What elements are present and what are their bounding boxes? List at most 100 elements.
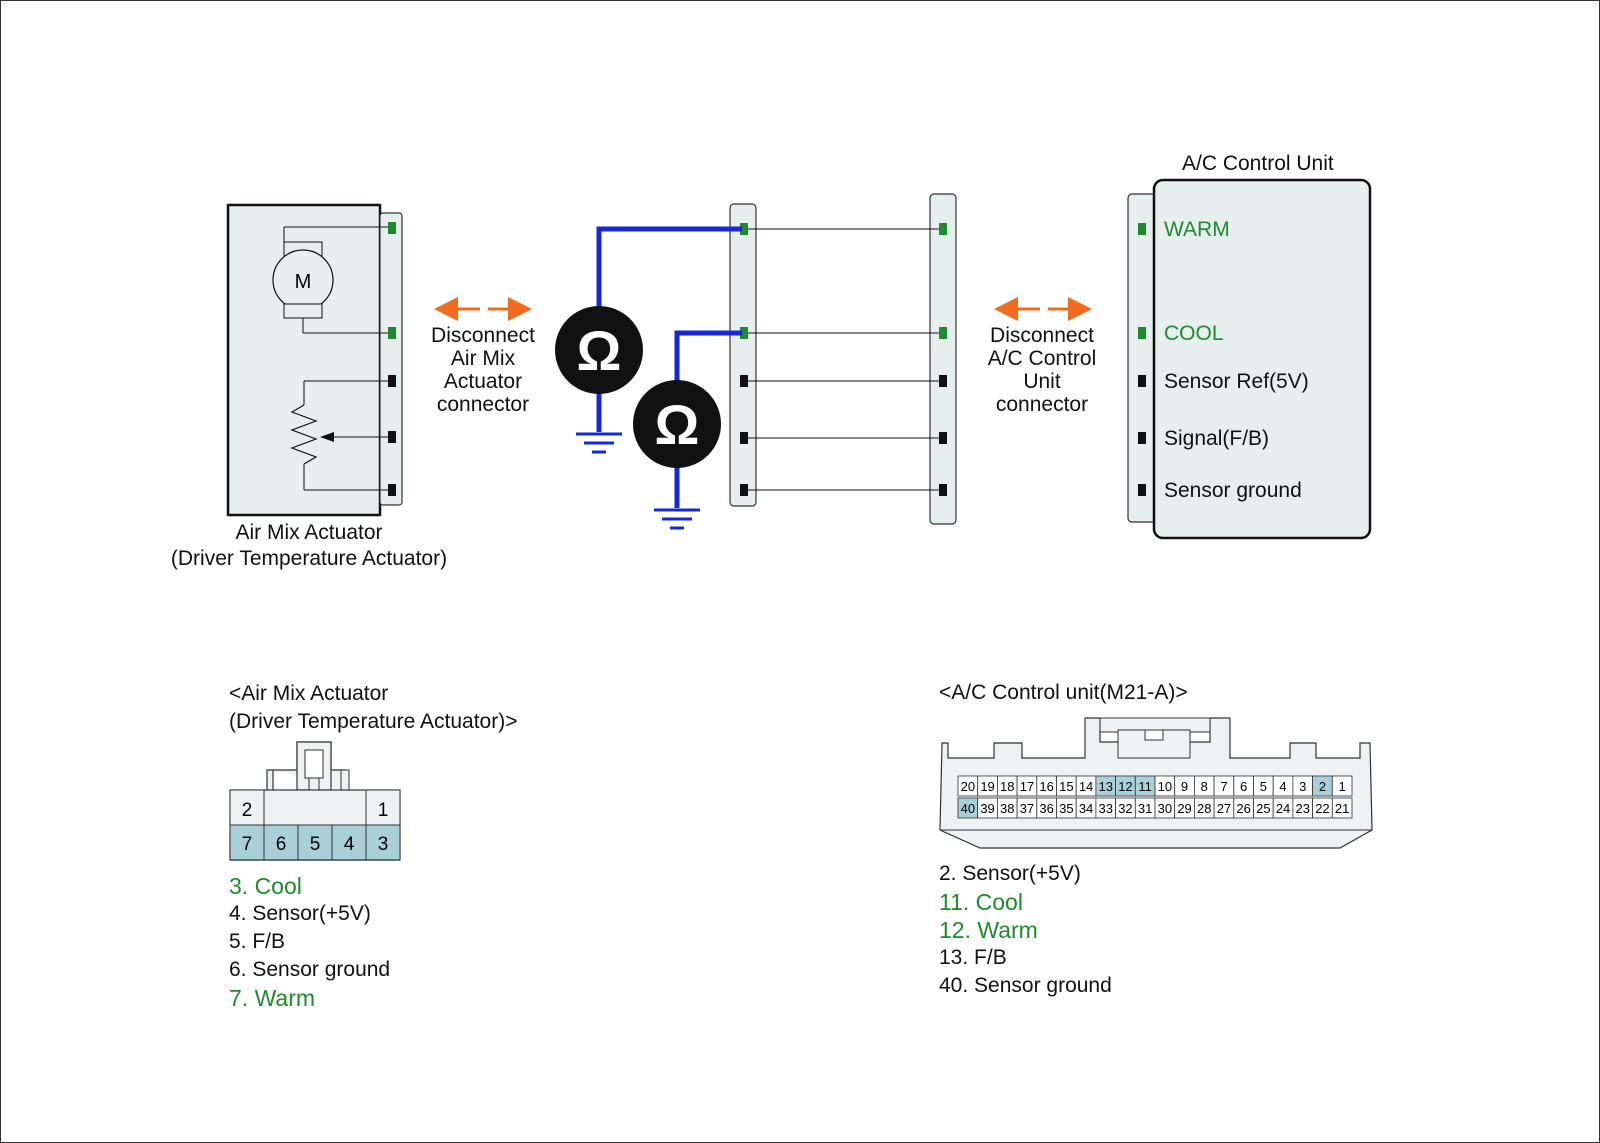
control-pin-number: 31 (1138, 801, 1152, 816)
control-pin-number: 4 (1279, 779, 1286, 794)
control-pin-label-sensor-ref: Sensor Ref(5V) (1164, 370, 1309, 393)
harness-pins (740, 223, 947, 496)
control-pin-number: 6 (1240, 779, 1247, 794)
actuator-pin-number: 4 (344, 834, 355, 855)
control-pin-number: 23 (1296, 801, 1310, 816)
control-connector-title: <A/C Control unit(M21-A)> (939, 681, 1188, 704)
ac-control-unit (1127, 178, 1372, 540)
legend-item: 7. Warm (229, 985, 316, 1011)
control-pin-number: 11 (1138, 779, 1152, 794)
actuator-pin-number: 5 (310, 834, 321, 855)
control-unit-connector-strip (1127, 193, 1157, 523)
control-pin-number: 14 (1079, 779, 1093, 794)
actuator-connector-face: 2 1 7 6 5 4 3 (229, 741, 401, 861)
control-pin-number: 16 (1039, 779, 1053, 794)
control-pin-number: 13 (1099, 779, 1113, 794)
legend-item: 2. Sensor(+5V) (939, 862, 1081, 885)
disconnect-control-label: Disconnect A/C Control Unit connector (987, 324, 1097, 416)
motor-label: M (295, 271, 312, 293)
control-pin-number: 15 (1059, 779, 1073, 794)
control-pin-label-ground: Sensor ground (1164, 479, 1302, 502)
control-pin-number: 25 (1256, 801, 1270, 816)
actuator-pin-number: 7 (242, 834, 253, 855)
actuator-pin-sensor-ref (388, 375, 396, 387)
control-pin-label-warm: WARM (1164, 218, 1230, 241)
actuator-pin-number: 1 (378, 800, 389, 821)
control-pin-number: 32 (1118, 801, 1132, 816)
control-pin-number: 39 (980, 801, 994, 816)
control-pin-number: 40 (961, 801, 975, 816)
control-pin-number: 28 (1197, 801, 1211, 816)
control-pin-number: 30 (1158, 801, 1172, 816)
actuator-pin-number: 3 (378, 834, 389, 855)
svg-text:Ω: Ω (577, 319, 622, 382)
motor-symbol: M (272, 226, 392, 334)
control-pin-number: 18 (1000, 779, 1014, 794)
control-pin-legend: 2. Sensor(+5V) 11. Cool 12. Warm 13. F/B… (939, 860, 1112, 1000)
control-pin-number: 29 (1177, 801, 1191, 816)
actuator-label: Air Mix Actuator (Driver Temperature Act… (170, 521, 448, 570)
control-pin-number: 22 (1315, 801, 1329, 816)
ohmmeter-2: Ω (633, 380, 721, 468)
actuator-pin-cool (388, 327, 396, 339)
legend-item: 4. Sensor(+5V) (229, 902, 371, 925)
actuator-connector-strip (379, 212, 403, 506)
control-pin-number: 10 (1158, 779, 1172, 794)
control-pin-number: 20 (961, 779, 975, 794)
harness-connector-left (729, 203, 757, 507)
control-unit-title: A/C Control Unit (1182, 152, 1334, 175)
svg-text:Ω: Ω (655, 393, 700, 456)
control-pin-number: 1 (1339, 779, 1346, 794)
legend-item: 13. F/B (939, 946, 1007, 969)
control-pin-number: 3 (1299, 779, 1306, 794)
actuator-pin-legend: 3. Cool 4. Sensor(+5V) 5. F/B 6. Sensor … (229, 872, 390, 1012)
legend-item: 3. Cool (229, 873, 302, 899)
control-pin-number: 21 (1335, 801, 1349, 816)
control-pin-number: 12 (1118, 779, 1132, 794)
disconnect-actuator-label: Disconnect Air Mix Actuator connector (431, 324, 535, 416)
actuator-pin-number: 6 (276, 834, 287, 855)
control-pin-cell (1331, 797, 1353, 819)
control-pin-label-signal: Signal(F/B) (1164, 427, 1270, 450)
actuator-pin-number: 2 (242, 800, 253, 821)
control-pin-number: 19 (980, 779, 994, 794)
legend-item: 5. F/B (229, 930, 286, 953)
actuator-pin-ground (388, 484, 396, 496)
ground-symbol-1 (576, 432, 622, 454)
harness-connector-right (929, 193, 957, 525)
control-pin-number: 36 (1039, 801, 1053, 816)
control-pin-number: 35 (1059, 801, 1073, 816)
legend-item: 11. Cool (939, 889, 1023, 915)
control-pin-number: 24 (1276, 801, 1290, 816)
actuator-pin-warm (388, 222, 396, 234)
control-pin-number: 38 (1000, 801, 1014, 816)
control-pin-number: 37 (1020, 801, 1034, 816)
control-pin-number: 5 (1260, 779, 1267, 794)
control-pin-number: 17 (1020, 779, 1034, 794)
control-pin-cell (1331, 775, 1353, 797)
ohmmeter-1: Ω (555, 306, 643, 394)
legend-item: 40. Sensor ground (939, 974, 1112, 997)
harness-wires (744, 228, 943, 491)
control-pin-number: 26 (1236, 801, 1250, 816)
control-pin-number: 7 (1220, 779, 1227, 794)
legend-item: 12. Warm (939, 917, 1038, 943)
ground-symbol-2 (654, 508, 700, 530)
potentiometer-symbol (290, 380, 392, 491)
control-pin-label-cool: COOL (1164, 322, 1224, 345)
legend-item: 6. Sensor ground (229, 958, 391, 981)
air-mix-actuator: M (226, 203, 403, 517)
control-pin-number: 8 (1201, 779, 1208, 794)
actuator-bottom-row: 7 6 5 4 3 (229, 824, 401, 861)
control-pin-number: 34 (1079, 801, 1093, 816)
control-pin-number: 9 (1181, 779, 1188, 794)
actuator-pin-signal (388, 431, 396, 443)
actuator-pin-cell (365, 789, 401, 826)
control-pin-number: 33 (1099, 801, 1113, 816)
control-pin-number: 2 (1319, 779, 1326, 794)
control-pin-number: 27 (1217, 801, 1231, 816)
actuator-connector-title: <Air Mix Actuator (Driver Temperature Ac… (229, 682, 518, 733)
